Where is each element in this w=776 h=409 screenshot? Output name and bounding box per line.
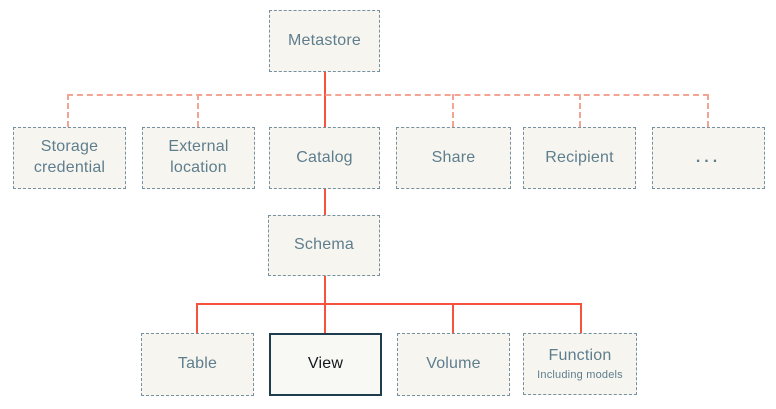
connector-storage-credential-drop-line — [67, 94, 69, 127]
node-recipient: Recipient — [523, 127, 636, 189]
connector-schema-children-bus-line — [196, 303, 582, 305]
node-catalog-label: Catalog — [296, 148, 353, 166]
node-metastore-label: Metastore — [288, 31, 361, 49]
node-view: View — [269, 333, 382, 396]
connector-external-location-drop-line — [197, 94, 199, 127]
node-view-label: View — [307, 355, 344, 373]
node-ellipsis: ... — [652, 127, 765, 189]
node-schema: Schema — [268, 215, 380, 276]
connector-metastore-catalog-line — [324, 71, 326, 127]
node-external-location-label: External location — [168, 138, 229, 176]
node-volume-label: Volume — [426, 355, 481, 373]
connector-ellipsis-drop-line — [707, 94, 709, 127]
connector-metastore-children-bus-line — [67, 94, 709, 96]
node-external-location: External location — [142, 127, 255, 189]
node-storage-credential-label: Storage credential — [33, 138, 106, 176]
node-share: Share — [396, 127, 511, 189]
connector-function-drop-line — [580, 303, 582, 333]
node-storage-credential: Storage credential — [13, 127, 126, 189]
connector-table-drop-line — [196, 303, 198, 333]
node-catalog: Catalog — [269, 127, 380, 189]
node-share-label: Share — [431, 148, 476, 166]
node-table: Table — [141, 333, 254, 396]
node-function-sublabel: Including models — [537, 368, 623, 381]
connector-schema-bus-line — [324, 276, 326, 304]
connector-recipient-drop-line — [579, 94, 581, 127]
node-metastore: Metastore — [269, 10, 380, 72]
connector-share-drop-line — [452, 94, 454, 127]
connector-view-drop-line — [324, 303, 326, 333]
node-schema-label: Schema — [294, 236, 354, 254]
node-recipient-label: Recipient — [545, 148, 614, 166]
node-ellipsis-label: ... — [695, 148, 722, 166]
node-volume: Volume — [397, 333, 510, 396]
connector-catalog-schema-line — [324, 189, 326, 215]
node-function-label: Function — [548, 347, 612, 364]
node-table-label: Table — [177, 355, 218, 373]
connector-volume-drop-line — [452, 303, 454, 333]
node-function: Function Including models — [523, 333, 637, 395]
